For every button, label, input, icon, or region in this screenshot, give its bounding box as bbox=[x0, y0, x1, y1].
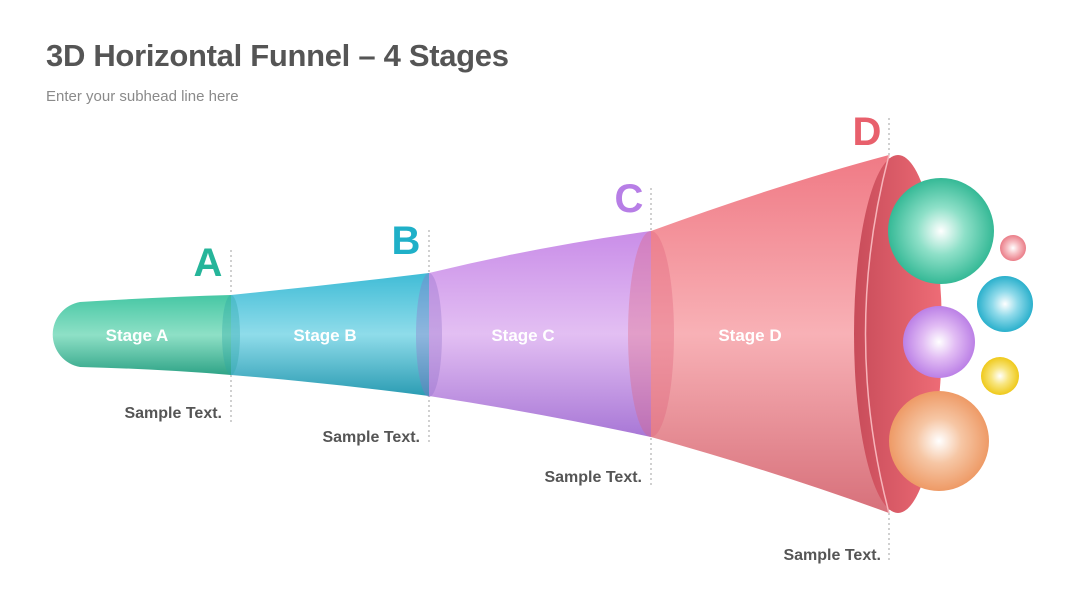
stage-d-segment bbox=[651, 155, 889, 513]
funnel-mouth-rim bbox=[864, 154, 890, 514]
stage-d-letter: D bbox=[853, 110, 882, 154]
stage-c-letter: C bbox=[615, 177, 644, 221]
stage-c-label: Stage C bbox=[491, 326, 554, 345]
sphere-purple bbox=[903, 306, 975, 378]
sphere-pink bbox=[1000, 235, 1026, 261]
joint-cd bbox=[628, 231, 674, 437]
joint-bc bbox=[416, 273, 442, 397]
stage-a-label: Stage A bbox=[106, 326, 169, 345]
stage-b-segment bbox=[231, 273, 429, 396]
stage-c-segment bbox=[429, 231, 651, 437]
sphere-teal bbox=[888, 178, 994, 284]
sphere-yellow bbox=[981, 357, 1019, 395]
page-title: 3D Horizontal Funnel – 4 Stages bbox=[46, 38, 509, 73]
page-subtitle: Enter your subhead line here bbox=[46, 88, 239, 105]
stage-a-caption: Sample Text. bbox=[124, 405, 222, 422]
stage-d-label: Stage D bbox=[718, 326, 781, 345]
stage-a-letter: A bbox=[194, 241, 223, 285]
sphere-blue bbox=[977, 276, 1033, 332]
joint-ab bbox=[222, 295, 240, 375]
stage-b-letter: B bbox=[392, 219, 421, 263]
stage-b-caption: Sample Text. bbox=[322, 429, 420, 446]
stage-b-label: Stage B bbox=[293, 326, 356, 345]
stage-c-caption: Sample Text. bbox=[544, 469, 642, 486]
sphere-orange bbox=[889, 391, 989, 491]
stage-a-segment bbox=[52, 295, 231, 375]
stage-d-caption: Sample Text. bbox=[783, 547, 881, 564]
